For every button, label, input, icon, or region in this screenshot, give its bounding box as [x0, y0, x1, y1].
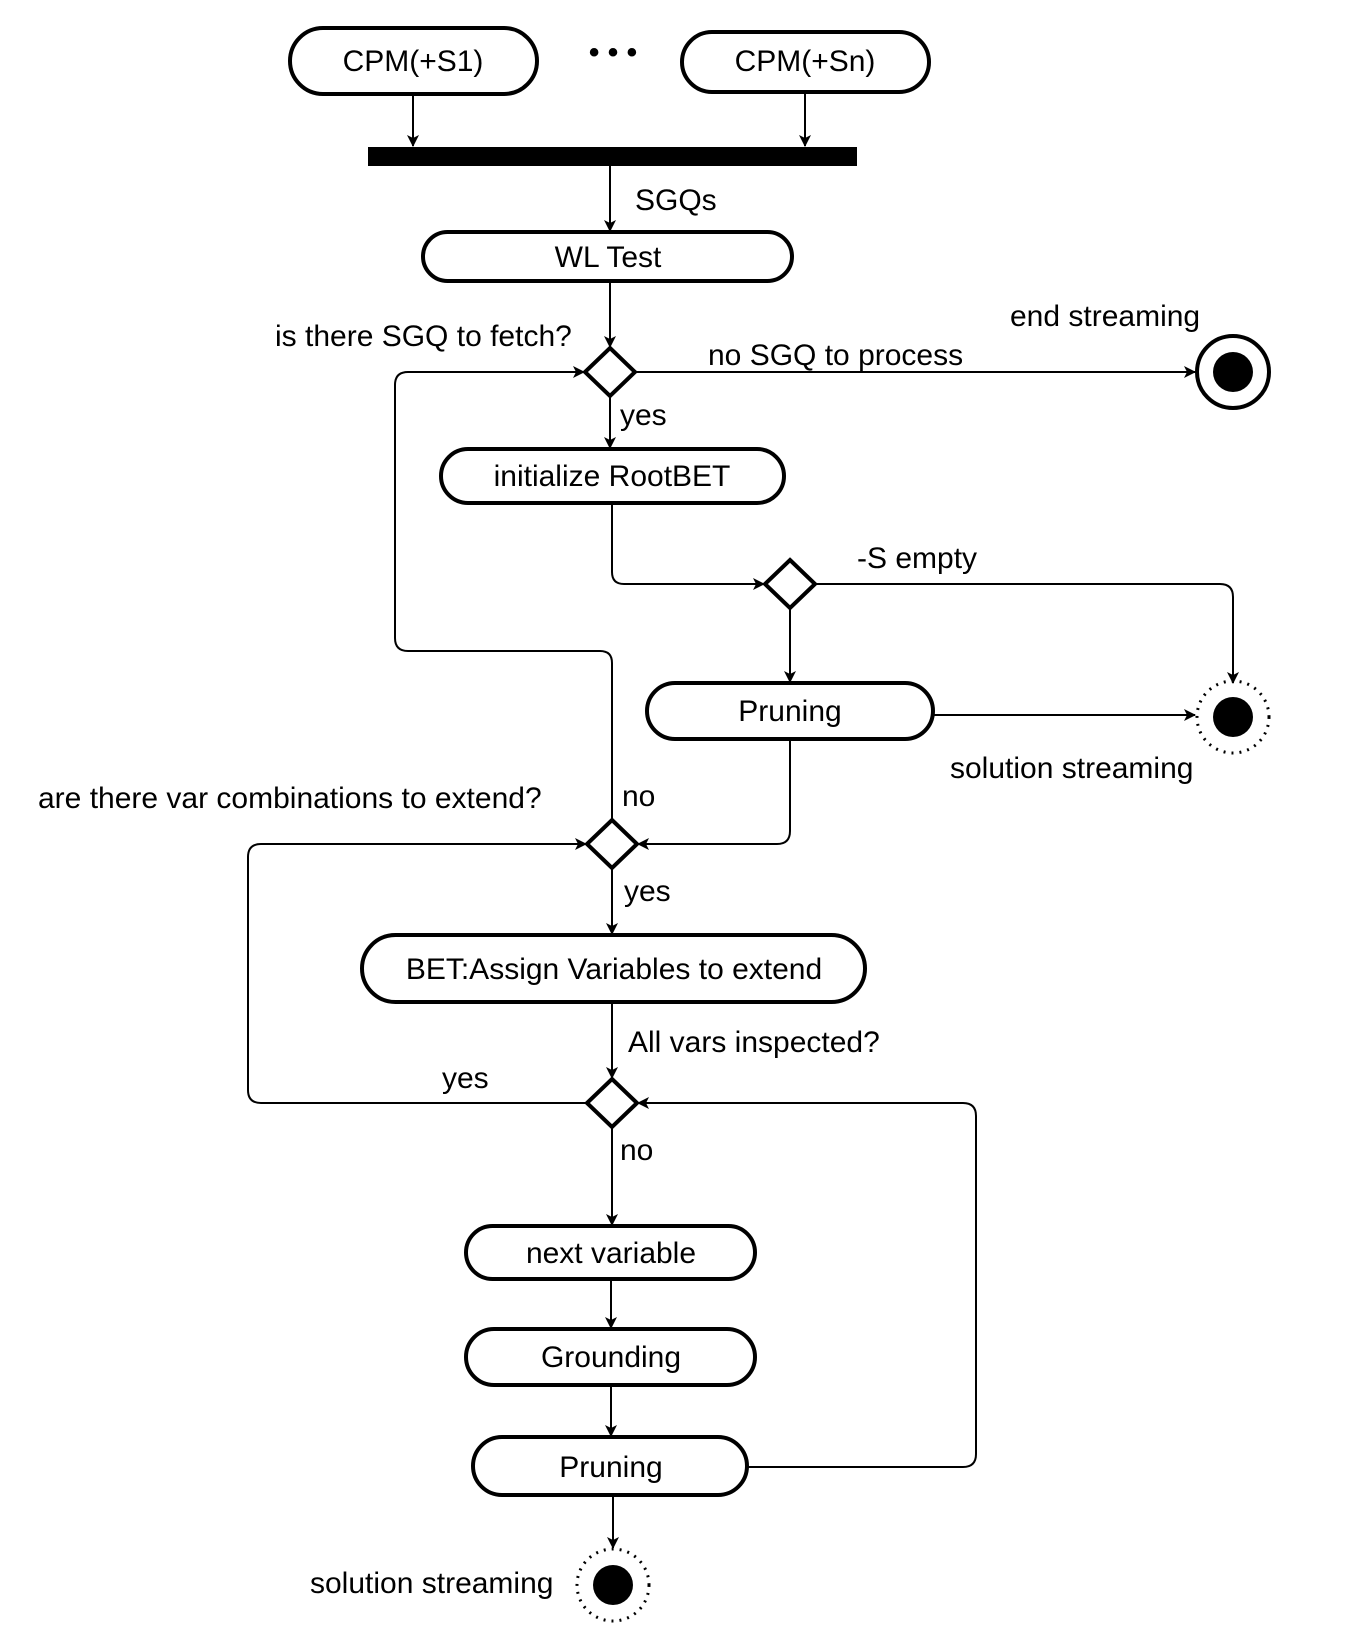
solution-streaming-node-2 — [575, 1547, 651, 1623]
pruning-1-node: Pruning — [645, 681, 935, 741]
next-variable-label: next variable — [526, 1237, 696, 1270]
pruning-2-node: Pruning — [471, 1435, 749, 1497]
end-streaming-label: end streaming — [1010, 300, 1200, 333]
no-label-1: no — [622, 780, 655, 813]
cpm-s1-label: CPM(+S1) — [343, 45, 484, 78]
bet-assign-node: BET:Assign Variables to extend — [360, 933, 867, 1004]
pruning-2-label: Pruning — [559, 1451, 662, 1484]
yes-label-2: yes — [624, 875, 671, 908]
var-combinations-label: are there var combinations to extend? — [38, 782, 542, 815]
join-bar — [368, 147, 857, 166]
no-label-2: no — [620, 1134, 653, 1167]
edge-s-empty-to-solution — [815, 583, 1239, 684]
decision-all-vars-inspected — [584, 1076, 640, 1130]
yes-label-1: yes — [620, 399, 667, 432]
decision-sgq-to-fetch — [582, 345, 638, 399]
wl-test-node: WL Test — [421, 230, 794, 283]
cpm-s1-node: CPM(+S1) — [288, 26, 539, 96]
sgqs-label: SGQs — [635, 184, 717, 217]
solution-streaming-node-1 — [1195, 679, 1271, 755]
edge-pruning-to-decision-3 — [637, 739, 791, 850]
solution-streaming-label-1: solution streaming — [950, 752, 1193, 785]
init-rootbet-label: initialize RootBET — [494, 460, 731, 493]
pruning-1-label: Pruning — [738, 695, 841, 728]
grounding-node: Grounding — [464, 1327, 757, 1387]
cpm-sn-node: CPM(+Sn) — [680, 30, 931, 94]
cpm-sn-label: CPM(+Sn) — [735, 45, 876, 78]
s-empty-label: -S empty — [857, 542, 977, 575]
bet-assign-label: BET:Assign Variables to extend — [406, 953, 822, 986]
edge-yes-loop-to-decision-3 — [247, 838, 587, 1104]
edge-rootbet-to-decision-2 — [611, 503, 765, 590]
ellipsis-label: • • • — [589, 36, 637, 69]
init-rootbet-node: initialize RootBET — [439, 447, 786, 505]
is-there-sgq-label: is there SGQ to fetch? — [275, 320, 572, 353]
all-vars-inspected-label: All vars inspected? — [628, 1026, 880, 1059]
next-variable-node: next variable — [464, 1224, 757, 1281]
edge-no-loop-to-decision-1 — [394, 366, 613, 820]
no-sgq-to-process-label: no SGQ to process — [708, 339, 963, 372]
decision-var-combinations — [584, 817, 640, 871]
edge-pruning-2-loop — [637, 1097, 977, 1468]
yes-label-3: yes — [442, 1062, 489, 1095]
wl-test-label: WL Test — [555, 241, 662, 274]
decision-s-empty — [762, 557, 818, 611]
grounding-label: Grounding — [541, 1341, 681, 1374]
end-streaming-node — [1195, 334, 1271, 410]
solution-streaming-label-2: solution streaming — [310, 1567, 553, 1600]
